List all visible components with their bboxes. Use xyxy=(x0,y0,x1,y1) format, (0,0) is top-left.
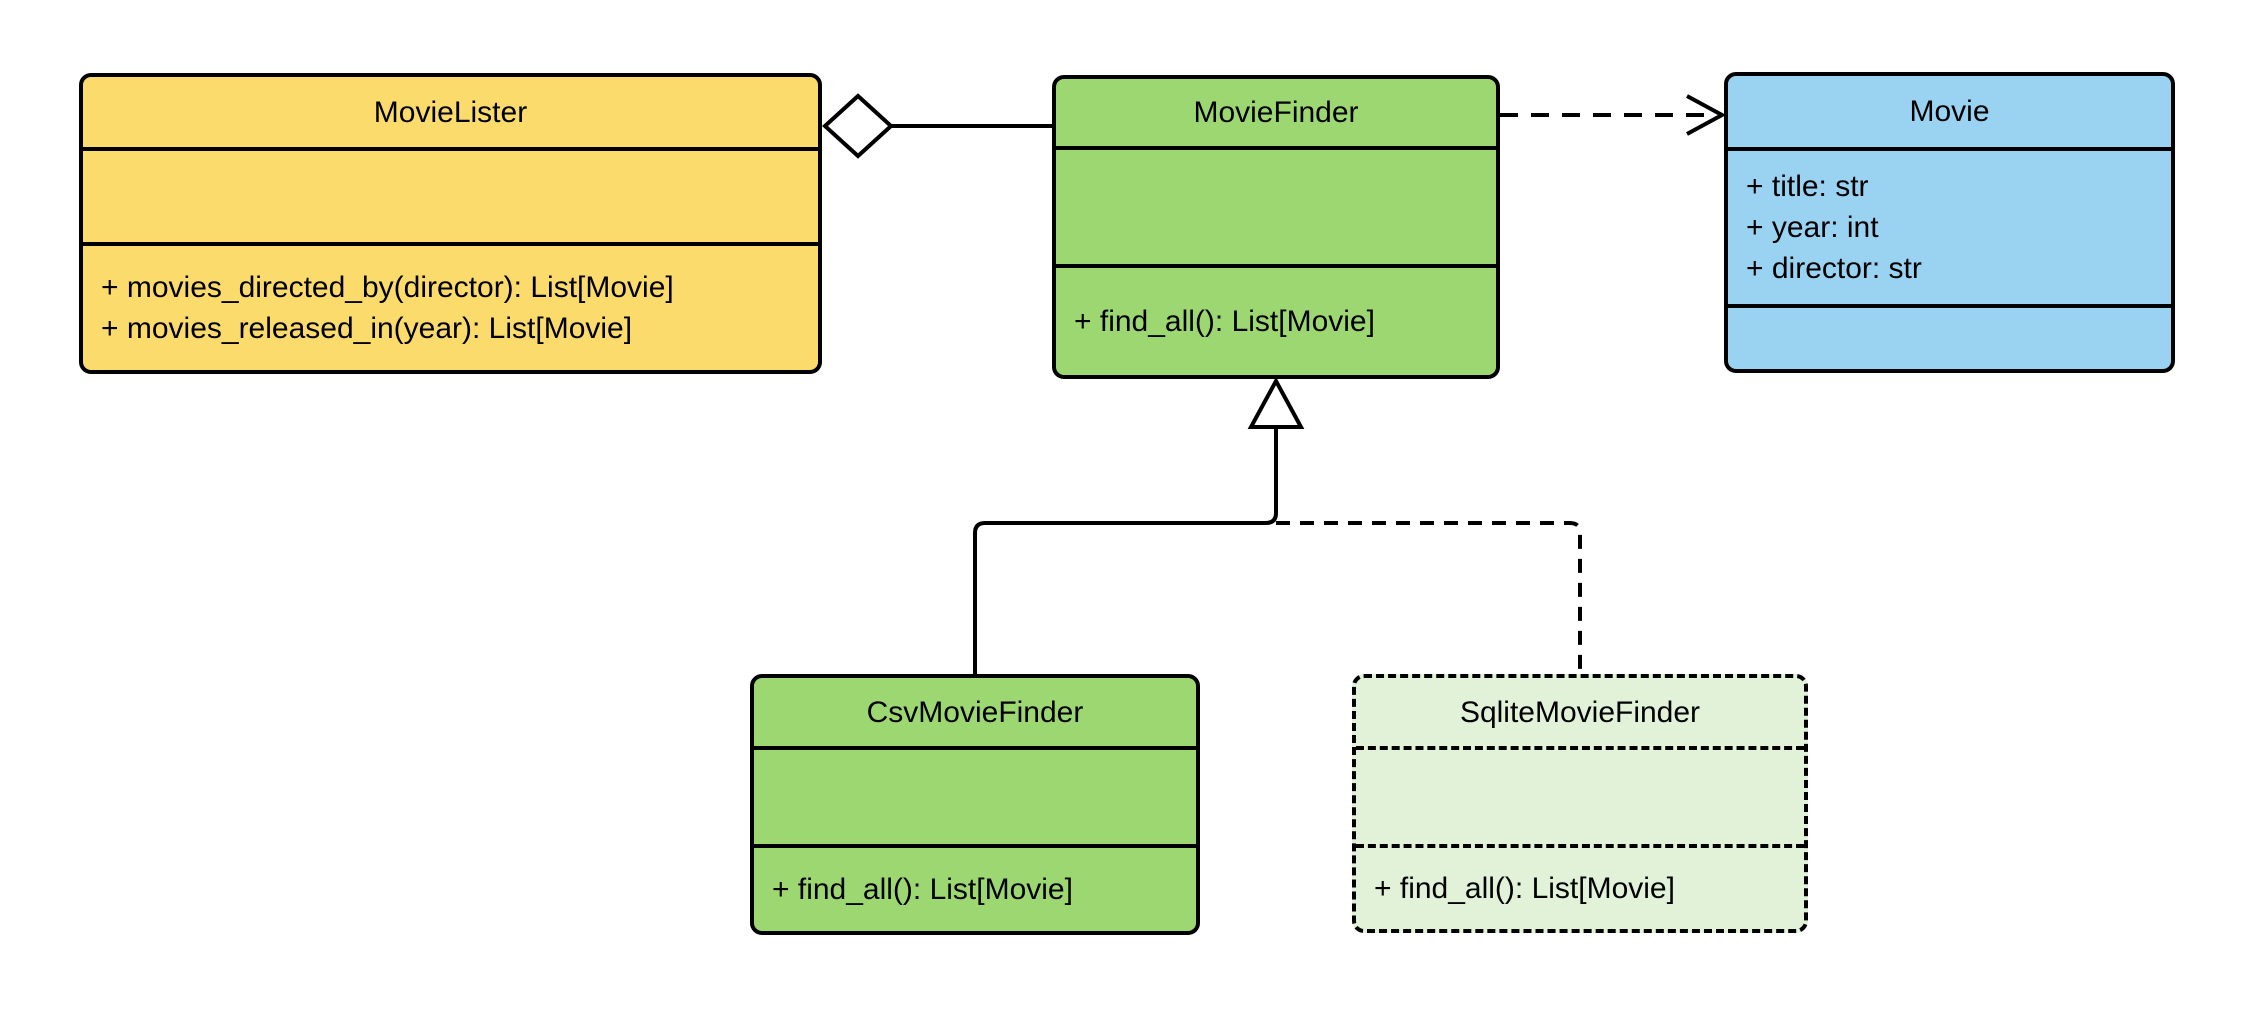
aggregation-diamond-icon xyxy=(822,93,894,159)
class-sqlitemoviefinder-title: SqliteMovieFinder xyxy=(1459,695,1701,729)
class-sqlitemoviefinder-methods: + find_all(): List[Movie] xyxy=(1356,844,1804,929)
generalization-solid-line-csvmoviefinder xyxy=(973,427,1278,674)
method-label: + find_all(): List[Movie] xyxy=(1374,872,1675,905)
class-moviefinder-attributes xyxy=(1056,146,1496,264)
class-csvmoviefinder-title: CsvMovieFinder xyxy=(866,695,1084,729)
class-csvmoviefinder-methods: + find_all(): List[Movie] xyxy=(754,844,1196,931)
class-moviefinder-title: MovieFinder xyxy=(1193,96,1359,129)
class-movielister: MovieLister + movies_directed_by(directo… xyxy=(79,73,822,374)
class-moviefinder: MovieFinder + find_all(): List[Movie] xyxy=(1052,75,1500,379)
class-csvmoviefinder-attributes xyxy=(754,746,1196,844)
class-moviefinder-methods: + find_all(): List[Movie] xyxy=(1056,264,1496,375)
class-csvmoviefinder: CsvMovieFinder + find_all(): List[Movie] xyxy=(750,674,1200,935)
attribute-label: + title: str xyxy=(1746,170,1869,203)
dependency-edge-moviefinder-movie xyxy=(1500,94,1727,136)
class-sqlitemoviefinder: SqliteMovieFinder + find_all(): List[Mov… xyxy=(1352,674,1808,933)
class-movie-attributes: + title: str + year: int + director: str xyxy=(1728,147,2171,304)
class-movie-title: Movie xyxy=(1909,95,1990,128)
class-movie-methods xyxy=(1728,304,2171,369)
open-arrowhead-icon xyxy=(1686,94,1727,136)
attribute-label: + year: int xyxy=(1746,211,1879,244)
method-label: + find_all(): List[Movie] xyxy=(1074,305,1375,338)
method-label: + find_all(): List[Movie] xyxy=(772,873,1073,906)
class-sqlitemoviefinder-attributes xyxy=(1356,746,1804,844)
method-label: + movies_directed_by(director): List[Mov… xyxy=(101,271,674,304)
generalization-dashed-line-sqlitemoviefinder xyxy=(1276,521,1582,674)
generalization-triangle-icon xyxy=(1247,376,1305,429)
attribute-label: + director: str xyxy=(1746,252,1922,285)
class-movielister-title: MovieLister xyxy=(373,95,528,129)
method-label: + movies_released_in(year): List[Movie] xyxy=(101,312,633,345)
class-movielister-methods: + movies_directed_by(director): List[Mov… xyxy=(83,242,818,370)
class-movie: Movie + title: str + year: int + directo… xyxy=(1724,72,2175,373)
class-movielister-attributes xyxy=(83,147,818,242)
aggregation-edge-movielister-moviefinder xyxy=(822,93,1052,159)
